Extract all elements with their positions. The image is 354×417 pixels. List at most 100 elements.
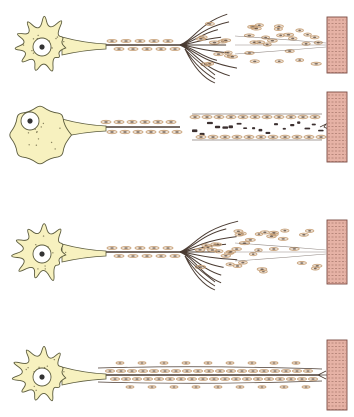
schwann-nucleus <box>300 262 303 264</box>
schwann-nucleus <box>313 36 316 38</box>
schwann-nucleus <box>295 362 298 363</box>
schwann-nucleus <box>152 247 156 249</box>
schwann-nucleus <box>319 136 323 138</box>
schwann-nucleus <box>216 244 219 246</box>
schwann-nucleus <box>174 370 177 372</box>
schwann-nucleus <box>124 247 128 249</box>
schwann-nucleus <box>247 136 251 138</box>
schwann-nucleus <box>278 378 281 380</box>
schwann-nucleus <box>217 116 221 118</box>
schwann-nucleus <box>302 234 305 236</box>
schwann-nucleus <box>157 378 160 380</box>
myelin-debris <box>207 122 213 124</box>
schwann-nucleus <box>159 48 163 50</box>
schwann-nucleus <box>173 255 177 257</box>
myelin-sheath-upper <box>98 367 322 369</box>
nissl-granule <box>23 44 24 45</box>
schwann-nucleus <box>117 255 121 257</box>
schwann-nucleus <box>169 121 173 123</box>
schwann-nucleus <box>251 362 254 363</box>
schwann-nucleus <box>185 362 188 363</box>
schwann-nucleus <box>163 370 166 372</box>
schwann-nucleus <box>173 386 176 387</box>
schwann-nucleus <box>272 232 275 234</box>
schwann-nucleus <box>213 42 217 44</box>
schwann-nucleus <box>305 386 308 387</box>
schwann-nucleus <box>289 116 293 118</box>
schwann-nucleus <box>179 378 182 380</box>
schwann-nucleus <box>110 40 114 42</box>
schwann-nucleus <box>229 370 232 372</box>
schwann-nucleus <box>145 255 149 257</box>
myelin-debris <box>304 128 310 130</box>
schwann-nucleus <box>108 370 111 372</box>
myelin-debris <box>318 130 324 132</box>
schwann-nucleus <box>306 370 309 372</box>
schwann-nucleus <box>252 253 255 255</box>
nissl-granule <box>33 38 34 39</box>
schwann-nucleus <box>199 136 203 138</box>
schwann-nucleus <box>224 255 227 257</box>
schwann-nucleus <box>295 136 299 138</box>
schwann-nucleus <box>308 230 311 232</box>
nissl-granule <box>37 268 38 269</box>
schwann-nucleus <box>257 249 260 251</box>
schwann-nucleus <box>119 370 122 372</box>
nissl-granule <box>43 123 44 124</box>
neuron-cell-body <box>10 106 72 164</box>
nissl-granule <box>26 369 27 370</box>
schwann-nucleus <box>110 131 114 133</box>
schwann-nucleus <box>241 116 245 118</box>
schwann-nucleus <box>267 378 270 380</box>
schwann-nucleus <box>255 28 258 30</box>
schwann-nucleus <box>212 378 215 380</box>
nissl-granule <box>38 138 39 139</box>
myelin-debris <box>312 124 316 126</box>
muscle-fiber <box>327 340 347 410</box>
schwann-nucleus <box>231 56 235 58</box>
schwann-nucleus <box>159 255 163 257</box>
myelin-debris <box>265 132 270 134</box>
schwann-nucleus <box>270 236 273 238</box>
nissl-granule <box>54 148 55 149</box>
schwann-nucleus <box>293 248 296 250</box>
nissl-granule <box>54 359 55 360</box>
schwann-nucleus <box>253 61 256 63</box>
schwann-nucleus <box>229 116 233 118</box>
nissl-granule <box>63 371 64 372</box>
nissl-granule <box>65 252 66 253</box>
schwann-nucleus <box>185 370 188 372</box>
myelin-debris <box>274 123 278 125</box>
nissl-granule <box>47 366 48 367</box>
schwann-nucleus <box>138 247 142 249</box>
schwann-nucleus <box>146 378 149 380</box>
schwann-nucleus <box>130 121 134 123</box>
nissl-granule <box>35 390 36 391</box>
schwann-nucleus <box>227 52 230 54</box>
schwann-nucleus <box>208 23 211 25</box>
schwann-nucleus <box>307 136 311 138</box>
schwann-nucleus <box>306 34 309 36</box>
schwann-nucleus <box>235 248 238 250</box>
schwann-nucleus <box>152 40 156 42</box>
schwann-nucleus <box>152 370 155 372</box>
schwann-nucleus <box>117 48 121 50</box>
schwann-nucleus <box>205 116 209 118</box>
schwann-nucleus <box>135 378 138 380</box>
nissl-granule <box>31 50 32 51</box>
schwann-nucleus <box>110 247 114 249</box>
schwann-nucleus <box>237 230 240 232</box>
schwann-nucleus <box>289 378 292 380</box>
schwann-nucleus <box>291 38 294 40</box>
schwann-nucleus <box>119 362 122 363</box>
schwann-nucleus <box>208 63 211 65</box>
panel-1 <box>15 14 347 83</box>
schwann-nucleus <box>251 370 254 372</box>
schwann-nucleus <box>272 248 275 250</box>
nucleolus <box>39 374 44 379</box>
schwann-nucleus <box>283 136 287 138</box>
schwann-nucleus <box>131 255 135 257</box>
schwann-nucleus <box>195 386 198 387</box>
schwann-nucleus <box>223 136 227 138</box>
